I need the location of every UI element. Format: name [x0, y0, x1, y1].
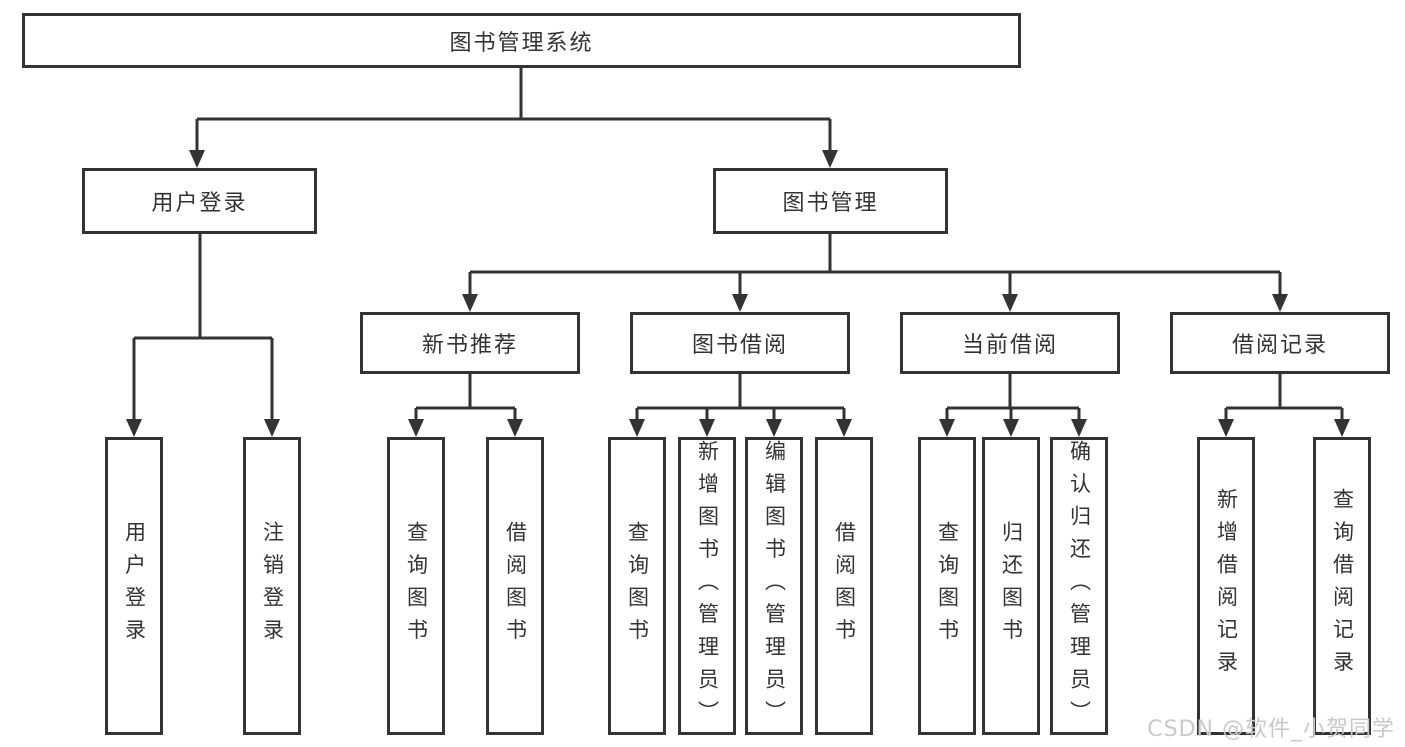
connector-newbookrec-to-leaves	[414, 374, 517, 420]
leaf-add-book-admin: 新增图书（管理员）	[678, 437, 736, 735]
node-current-borrow-label: 当前借阅	[961, 333, 1058, 358]
node-new-book-rec-label: 新书推荐	[421, 333, 518, 358]
leaf-query-book-current: 查询图书	[918, 437, 976, 735]
leaf-borrow-book-label: 借阅图书	[832, 520, 857, 652]
leaf-logout-label: 注销登录	[260, 520, 285, 652]
node-current-borrow: 当前借阅	[900, 312, 1120, 374]
leaf-return-book: 归还图书	[982, 437, 1040, 735]
node-new-book-rec: 新书推荐	[360, 312, 580, 374]
leaf-add-borrow-record-label: 新增借阅记录	[1214, 488, 1239, 684]
leaf-confirm-return-admin: 确认归还（管理员）	[1050, 437, 1108, 735]
node-user-login-label: 用户登录	[151, 191, 248, 216]
leaf-logout: 注销登录	[243, 437, 301, 735]
leaf-add-book-admin-label: 新增图书（管理员）	[695, 439, 720, 733]
connector-userlogin-to-leaves	[132, 234, 274, 420]
connector-bookborrow-to-leaves	[635, 374, 846, 420]
node-book-borrow: 图书借阅	[630, 312, 850, 374]
node-user-login: 用户登录	[82, 168, 317, 234]
node-book-borrow-label: 图书借阅	[691, 333, 788, 358]
connector-rails	[132, 68, 1344, 420]
node-book-mgmt: 图书管理	[713, 168, 948, 234]
node-book-mgmt-label: 图书管理	[782, 191, 879, 216]
leaf-user-login: 用户登录	[105, 437, 163, 735]
leaf-borrow-book-newrec: 借阅图书	[486, 437, 544, 735]
connector-currentborrow-to-leaves	[945, 374, 1081, 420]
leaf-query-borrow-record-label: 查询借阅记录	[1330, 488, 1355, 684]
watermark: CSDN @软件_小贺同学	[1147, 717, 1395, 742]
leaf-borrow-book: 借阅图书	[815, 437, 873, 735]
leaf-query-book-borrow-label: 查询图书	[625, 520, 650, 652]
leaf-query-book-newrec: 查询图书	[387, 437, 445, 735]
leaf-confirm-return-admin-label: 确认归还（管理员）	[1067, 439, 1092, 733]
leaf-query-book-borrow: 查询图书	[608, 437, 666, 735]
connector-root-to-level2	[195, 68, 832, 151]
leaf-query-book-current-label: 查询图书	[935, 520, 960, 652]
arrowheads	[126, 150, 1350, 437]
leaf-edit-book-admin: 编辑图书（管理员）	[745, 437, 803, 735]
connector-borrowrecords-to-leaves	[1224, 374, 1344, 420]
node-borrow-records: 借阅记录	[1170, 312, 1390, 374]
leaf-edit-book-admin-label: 编辑图书（管理员）	[762, 439, 787, 733]
leaf-return-book-label: 归还图书	[999, 520, 1024, 652]
connector-bookmgmt-to-level3	[468, 234, 1282, 295]
leaf-add-borrow-record: 新增借阅记录	[1197, 437, 1255, 735]
node-root-label: 图书管理系统	[449, 30, 594, 56]
leaf-borrow-book-newrec-label: 借阅图书	[503, 520, 528, 652]
node-borrow-records-label: 借阅记录	[1231, 333, 1328, 358]
leaf-query-book-newrec-label: 查询图书	[404, 520, 429, 652]
leaf-user-login-label: 用户登录	[122, 520, 147, 652]
node-root: 图书管理系统	[22, 13, 1021, 68]
leaf-query-borrow-record: 查询借阅记录	[1313, 437, 1371, 735]
